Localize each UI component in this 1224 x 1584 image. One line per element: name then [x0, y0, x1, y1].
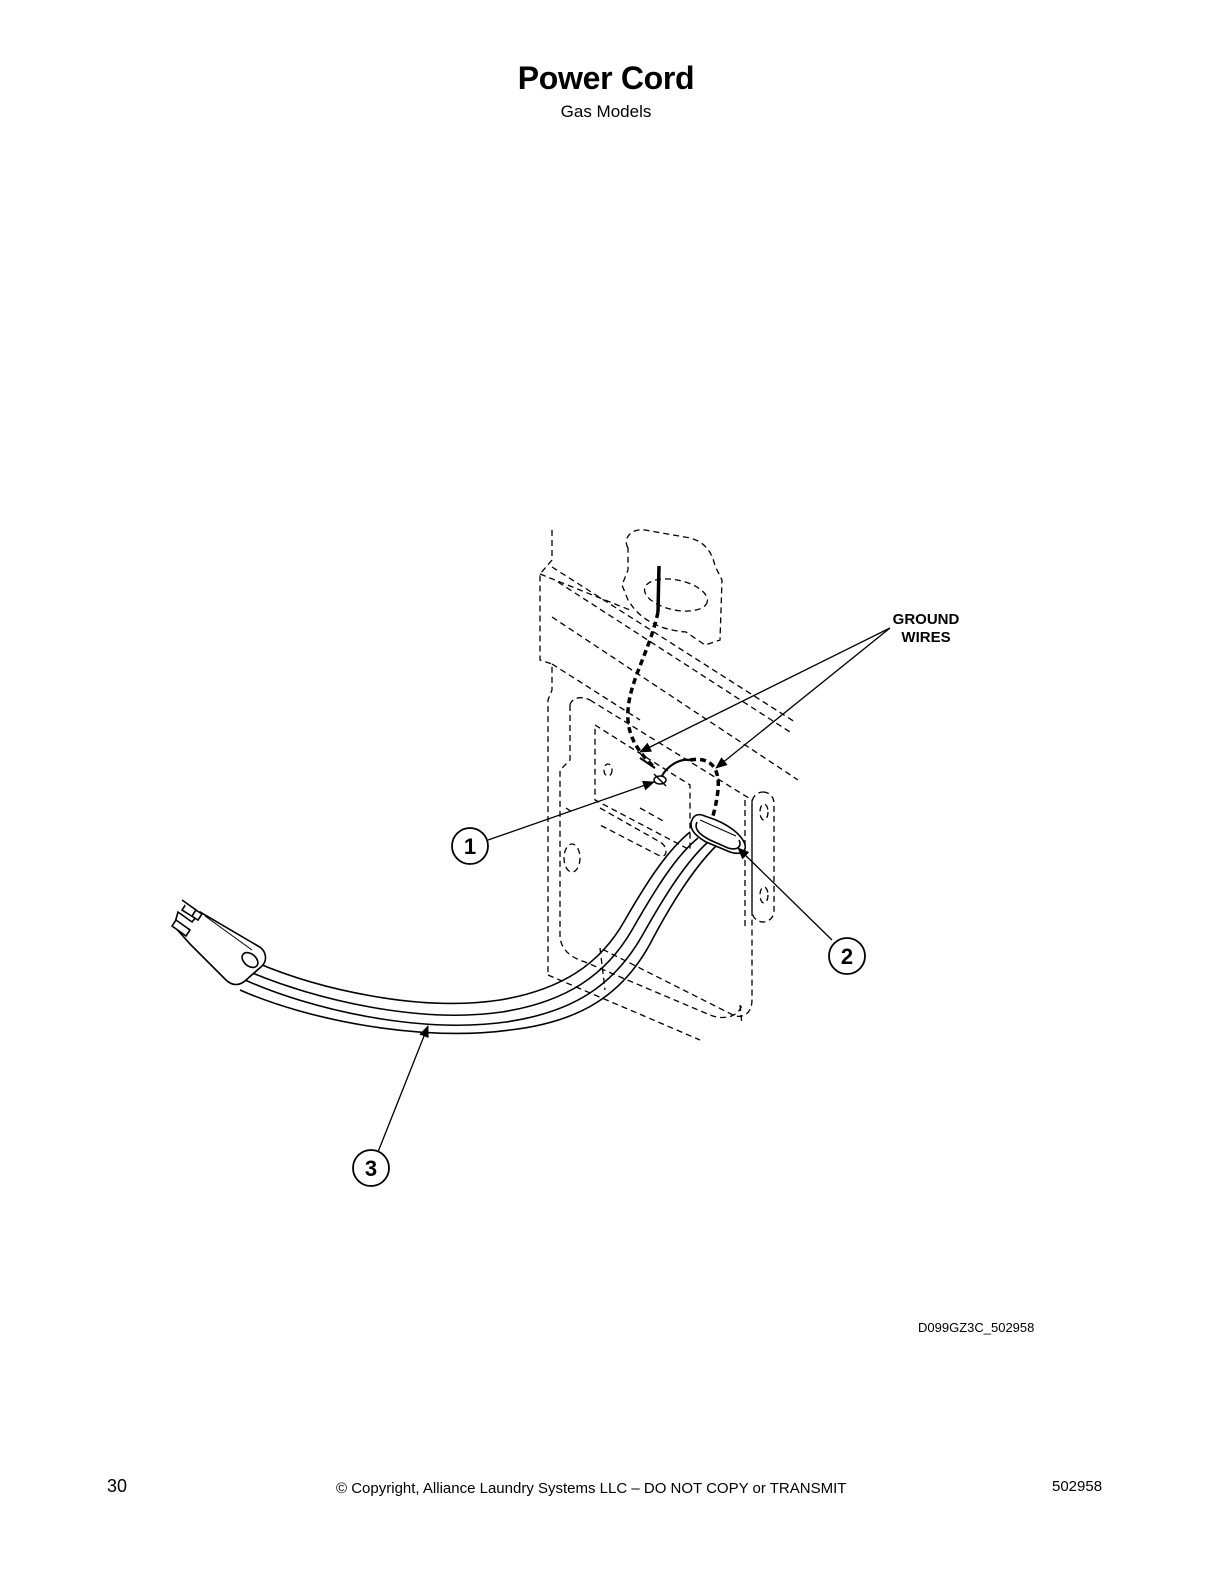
ground-screw-icon [653, 773, 667, 787]
callout-3-number: 3 [365, 1156, 377, 1181]
cabinet-panel-outline [539, 529, 799, 1041]
strain-relief-bushing [690, 813, 746, 855]
ground-wires-label-line2: WIRES [901, 629, 950, 646]
callout-3: 3 [352, 1149, 390, 1187]
leader-lines [377, 627, 891, 1153]
power-cord [239, 831, 717, 1035]
page-subtitle: Gas Models [560, 102, 652, 121]
page-title: Power Cord [517, 60, 695, 96]
callout-2-number: 2 [841, 944, 853, 969]
power-plug-icon [170, 899, 267, 986]
callout-1-number: 1 [464, 834, 476, 859]
ground-wires-label-line1: GROUND [893, 611, 960, 628]
callout-2: 2 [828, 937, 866, 975]
footer-copyright: © Copyright, Alliance Laundry Systems LL… [336, 1480, 847, 1497]
footer-document-number: 502958 [1052, 1478, 1103, 1495]
callout-1: 1 [451, 827, 489, 865]
drawing-id: D099GZ3C_502958 [918, 1320, 1035, 1335]
footer-page-number: 30 [107, 1476, 128, 1496]
